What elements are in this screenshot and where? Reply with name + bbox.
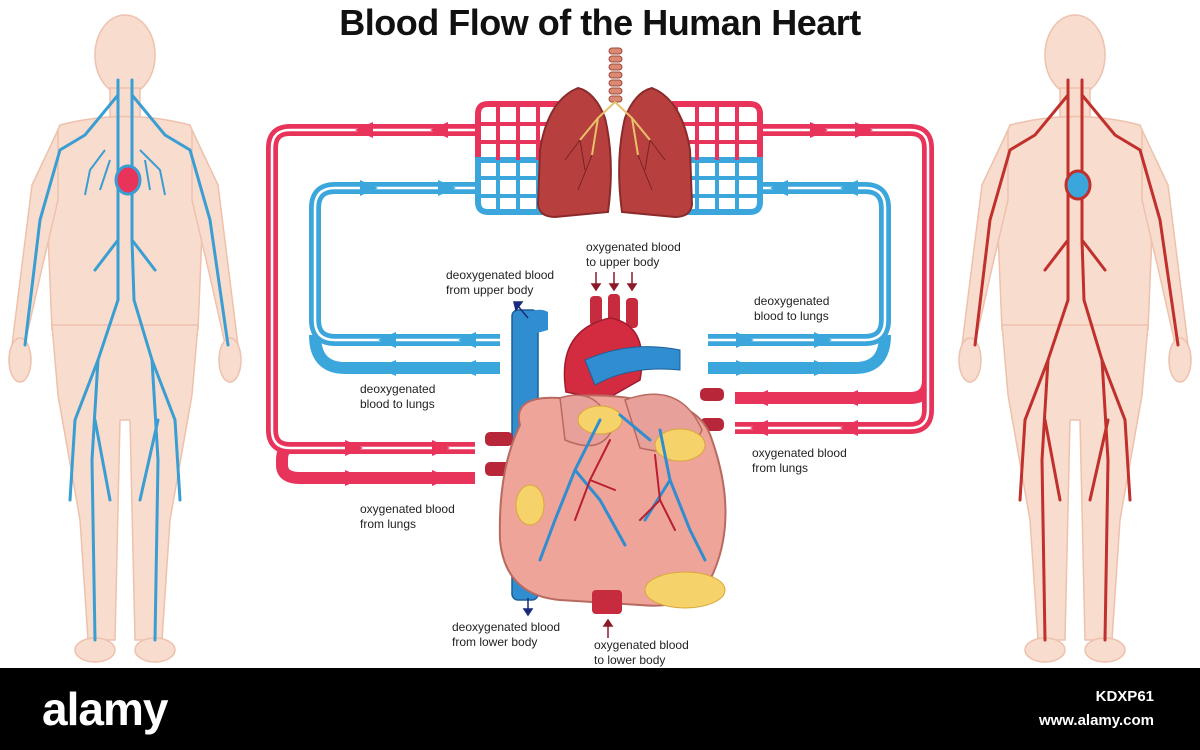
label-oxygenated-from-lungs-right: oxygenated blood from lungs xyxy=(752,446,847,475)
label-oxygenated-from-lungs-left: oxygenated blood from lungs xyxy=(360,502,455,531)
label-deoxygenated-to-lungs-left: deoxygenated blood to lungs xyxy=(360,382,436,411)
lungs-illustration xyxy=(536,47,694,219)
pulmonary-circulation-loops xyxy=(266,124,934,484)
body-arterial-system xyxy=(958,14,1192,663)
body-venous-system xyxy=(8,14,242,663)
label-deoxygenated-from-upper-body: deoxygenated blood from upper body xyxy=(446,268,555,297)
flow-arrows xyxy=(345,122,873,486)
page-title: Blood Flow of the Human Heart xyxy=(339,2,861,43)
watermark-image-id: KDXP61 xyxy=(1095,688,1154,705)
watermark-logo: alamy xyxy=(42,683,168,735)
label-deoxygenated-from-lower-body: deoxygenated blood from lower body xyxy=(452,620,561,649)
blood-flow-diagram xyxy=(8,14,1192,663)
vessel-direction-arrows xyxy=(513,272,638,638)
label-oxygenated-to-lower-body: oxygenated blood to lower body xyxy=(594,638,689,667)
label-deoxygenated-to-lungs-right: deoxygenated blood to lungs xyxy=(754,294,830,323)
heart-illustration xyxy=(485,294,727,614)
watermark-site: www.alamy.com xyxy=(1038,712,1154,729)
label-oxygenated-to-upper-body: oxygenated blood to upper body xyxy=(586,240,681,269)
watermark-bar: alamy KDXP61 www.alamy.com xyxy=(0,668,1200,750)
